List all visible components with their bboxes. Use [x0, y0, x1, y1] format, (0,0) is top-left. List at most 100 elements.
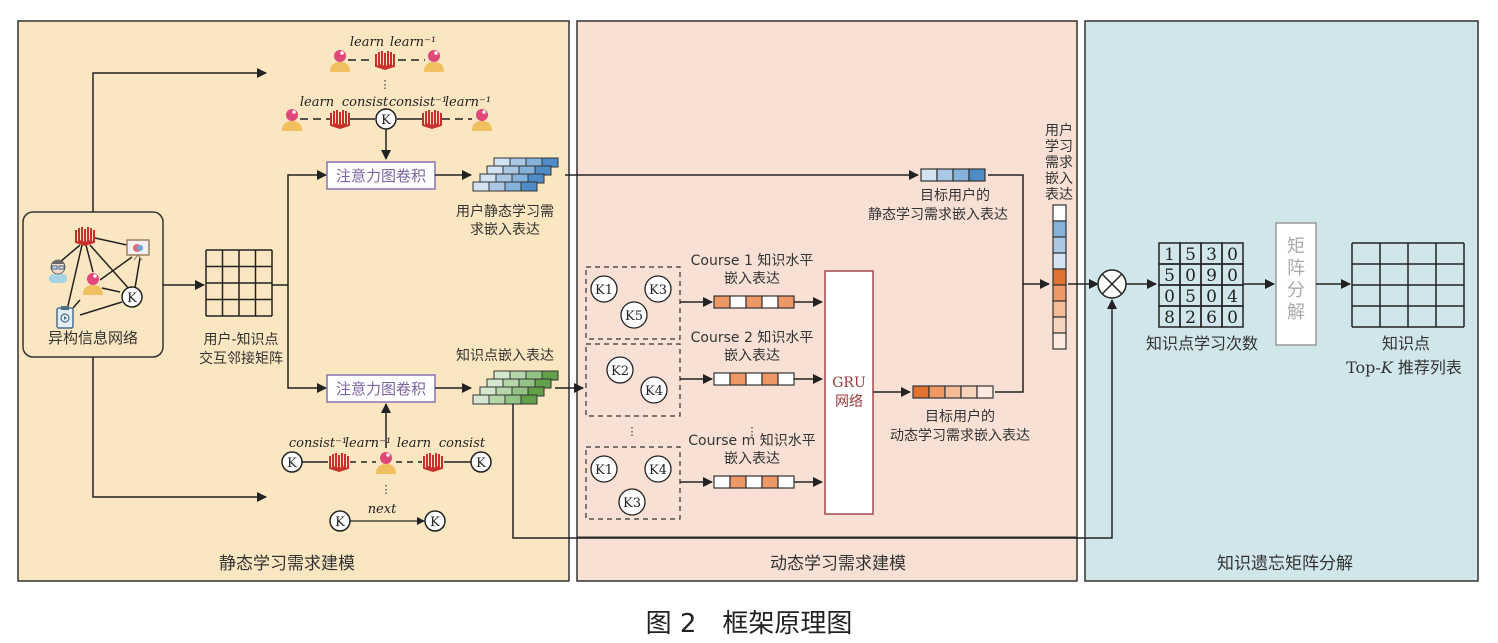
vector-cell: [761, 372, 779, 386]
svg-text:K1: K1: [595, 463, 613, 478]
svg-text:K: K: [381, 113, 391, 128]
hin-edges: [59, 237, 141, 316]
vector-cell: [1052, 252, 1067, 270]
metapath-top-ellipsis: ⋮: [380, 78, 391, 91]
matrix-cell-value: 5: [1164, 266, 1175, 286]
hin-branch-arrows: [92, 68, 267, 502]
embedding-cell: [488, 394, 506, 405]
panel-static-title: 静态学习需求建模: [219, 554, 355, 574]
matrix-cell-value: 1: [1164, 245, 1175, 265]
svg-text:K5: K5: [625, 309, 643, 324]
matrix-cell-value: 0: [1227, 266, 1238, 286]
vector-cell: [1052, 236, 1067, 254]
target-static-label-1: 目标用户的: [920, 187, 990, 204]
book-icon: [329, 452, 349, 472]
svg-text:学习: 学习: [1045, 139, 1073, 155]
svg-text:注意力图卷积: 注意力图卷积: [336, 167, 426, 185]
matrix-cell-value: 4: [1227, 287, 1238, 307]
matrix-cell-value: 0: [1227, 245, 1238, 265]
matrix-cell-value: 5: [1185, 287, 1196, 307]
svg-text:K: K: [430, 515, 440, 530]
knowledge-emb-label: 知识点嵌入表达: [456, 347, 554, 364]
topk-label-1: 知识点: [1382, 334, 1430, 353]
vector-cell: [1052, 268, 1067, 286]
vector-cell: [761, 295, 779, 309]
vector-cell: [1052, 220, 1067, 238]
metapath-bottom-ellipsis: ⋮: [381, 483, 392, 496]
embedding-cell: [520, 181, 538, 192]
knowledge-node: K3: [644, 275, 672, 303]
target-static-vector: [920, 168, 986, 182]
matrix-cell-value: 3: [1206, 245, 1217, 265]
hin-label: 异构信息网络: [48, 329, 138, 347]
metapath-top-rel-5: consist⁻¹: [389, 95, 447, 110]
metapath-bottom-rel-3: learn: [397, 436, 431, 451]
metapath-bottom-next: next: [368, 502, 397, 517]
svg-text:K: K: [287, 456, 297, 471]
attention-gcn-top: 注意力图卷积: [326, 161, 436, 190]
svg-text:需求: 需求: [1045, 155, 1073, 171]
video-clipboard-icon: [56, 306, 74, 329]
vector-cell: [729, 372, 747, 386]
matrix-factorization-box: 矩阵分解: [1275, 222, 1317, 346]
vector-cell: [1052, 316, 1067, 334]
svg-text:用户: 用户: [1045, 122, 1073, 139]
vector-cell: [729, 295, 747, 309]
knowledge-node: K4: [644, 455, 672, 483]
svg-text:K1: K1: [595, 283, 613, 298]
book-icon: [422, 109, 442, 129]
svg-text:矩: 矩: [1287, 236, 1305, 257]
presentation-icon: [126, 239, 150, 261]
svg-text:注意力图卷积: 注意力图卷积: [336, 380, 426, 398]
vector-cell: [952, 168, 970, 182]
knowledge-node: K5: [620, 301, 648, 329]
matrix-cell-value: 0: [1185, 266, 1196, 286]
user-static-emb-label-1: 用户静态学习需: [456, 203, 554, 220]
metapath-top: learn learn⁻¹ ⋮ learn consist consist⁻¹ …: [282, 35, 492, 131]
metapath-top-rel-4: consist: [342, 95, 389, 110]
vector-cell: [1052, 332, 1067, 350]
vector-cell: [745, 475, 763, 489]
vector-cell: [1052, 300, 1067, 318]
vector-cell: [777, 372, 795, 386]
knowledge-node: K: [329, 510, 351, 532]
svg-text:K4: K4: [649, 463, 667, 478]
attention-gcn-bottom: 注意力图卷积: [326, 374, 436, 403]
matrix-cell-value: 6: [1206, 308, 1217, 328]
knowledge-node: K: [470, 451, 492, 473]
metapath-top-rel-3: learn: [300, 95, 334, 110]
vector-cell: [1052, 204, 1067, 222]
svg-text:K: K: [127, 291, 137, 306]
metapath-bottom-rel-1: consist⁻¹: [289, 436, 347, 451]
embedding-cell: [472, 394, 490, 405]
teacher-icon: [49, 259, 67, 283]
knowledge-node: K: [121, 286, 143, 308]
knowledge-node: K4: [640, 376, 668, 404]
knowledge-node: K: [424, 510, 446, 532]
vector-cell: [1052, 284, 1067, 302]
adjacency-matrix: 用户-知识点 交互邻接矩阵: [199, 249, 283, 367]
topk-recommendation-grid: [1351, 242, 1465, 328]
knowledge-node: K1: [590, 275, 618, 303]
vector-cell: [777, 295, 795, 309]
vector-cell: [745, 295, 763, 309]
embedding-cell: [504, 181, 522, 192]
hin-box: K 异构信息网络: [22, 211, 164, 358]
vector-cell: [976, 385, 994, 399]
svg-text:表达: 表达: [1045, 187, 1073, 203]
user-static-embedding-stack: [472, 157, 559, 192]
vector-cell: [777, 475, 795, 489]
course-ellipsis-1: ⋮: [627, 425, 638, 438]
metapath-top-rel-2: learn⁻¹: [390, 35, 436, 50]
metapath-bottom-rel-2: learn⁻¹: [345, 436, 391, 451]
book-icon: [375, 50, 395, 70]
course-sublabel: 嵌入表达: [724, 348, 780, 364]
vector-cell: [960, 385, 978, 399]
course-label: Course m 知识水平: [688, 432, 815, 449]
course-label: Course 2 知识水平: [691, 329, 814, 346]
topk-label-2: Top-K 推荐列表: [1346, 358, 1462, 377]
panel-dynamic-title: 动态学习需求建模: [770, 554, 906, 574]
